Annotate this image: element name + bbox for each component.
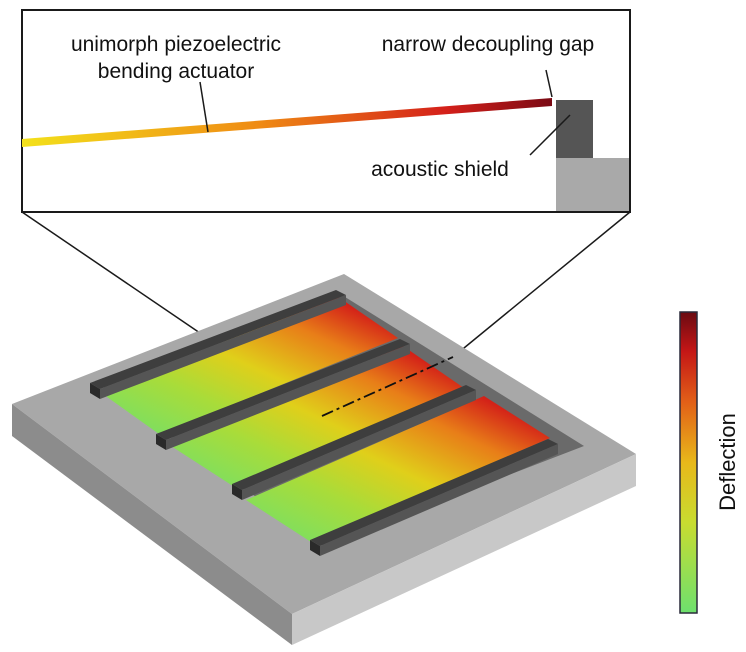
inset-frame [21,9,631,213]
substrate-block [556,158,629,211]
actuator-label-line1: unimorph piezoelectric [71,33,281,56]
acoustic-shield-block [556,100,593,158]
shield-label: acoustic shield [371,158,509,181]
actuator-beam [22,98,552,147]
zoom-connector-right [452,211,631,358]
colorbar: Deflection [679,311,740,614]
zoom-inset: unimorph piezoelectric bending actuator … [21,9,631,213]
actuator-strip-2 [171,346,464,488]
shield-bar-4 [310,439,558,556]
substrate-front-face [292,454,636,645]
section-cut-line [321,356,454,417]
colorbar-scale [679,311,698,614]
shield-bar-2 [156,339,410,450]
gap-leader-line [545,69,553,98]
actuator-label-line2: bending actuator [98,60,254,83]
shield-bar-3 [232,385,476,500]
chip-3d [12,274,636,645]
substrate-left-face [12,404,292,645]
actuator-strip-3 [246,396,550,542]
shield-leader-line [529,114,571,156]
gap-label: narrow decoupling gap [382,33,594,56]
colorbar-title: Deflection [715,413,740,511]
actuator-leader-line [199,81,209,133]
actuator-strip-1 [100,296,398,434]
shield-bar-1 [90,290,346,399]
